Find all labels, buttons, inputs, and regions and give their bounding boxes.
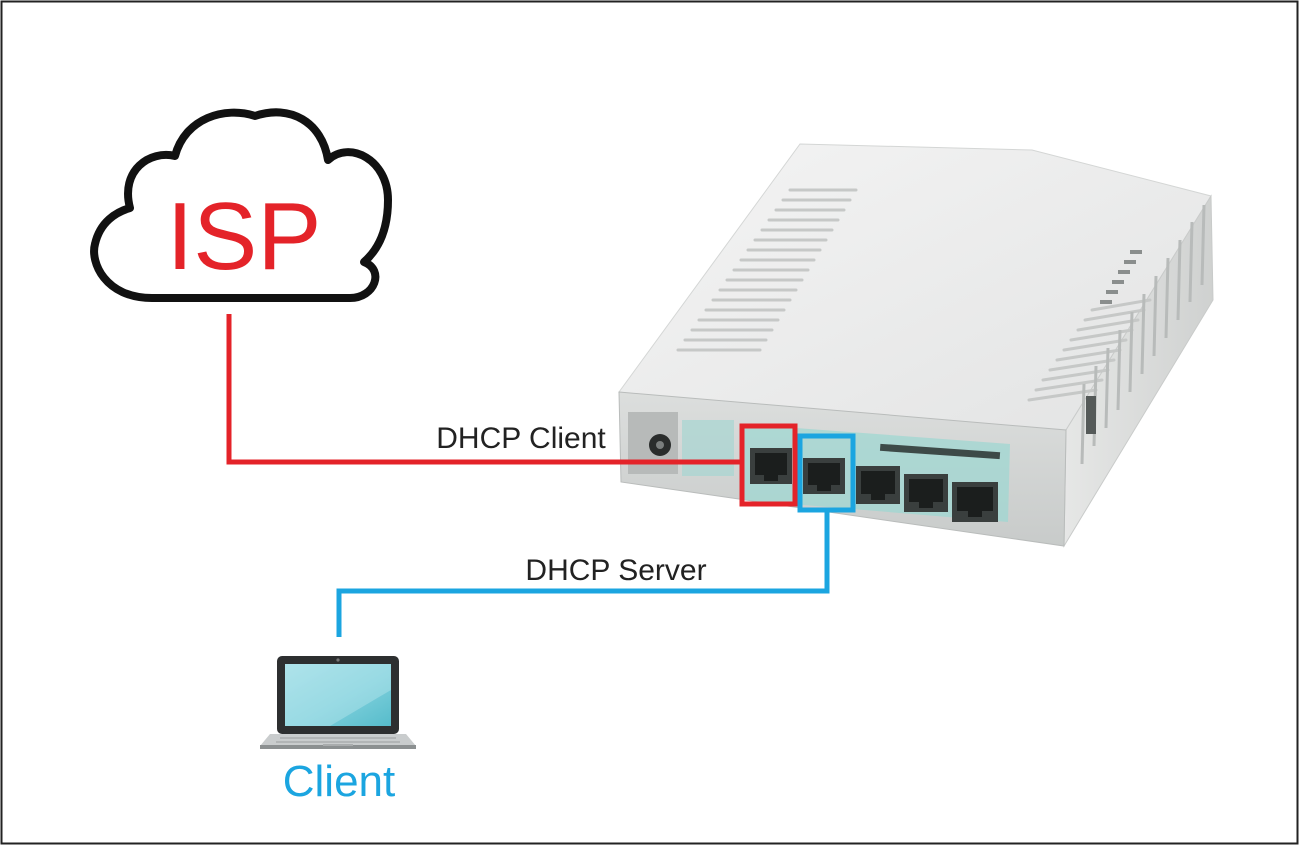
router-ports [750, 448, 998, 522]
router-port-1 [750, 448, 792, 484]
router-leds [1100, 250, 1142, 304]
router-model-label [879, 443, 1001, 460]
isp-label: ISP [167, 183, 322, 290]
router-power-jack-pin [656, 441, 664, 449]
wan-connection-label: DHCP Client [436, 422, 606, 455]
wan-port-highlight [739, 423, 798, 507]
router-port-5 [952, 482, 998, 522]
client-label: Client [283, 757, 396, 806]
lan-connection-line [336, 510, 830, 637]
router-top-vents-left [676, 188, 858, 352]
wan-connection-line [226, 314, 742, 465]
lan-port-highlight [797, 433, 856, 513]
router-port-4 [904, 474, 948, 512]
router-port-2 [803, 458, 845, 494]
router-side-switch [1086, 396, 1096, 434]
lan-connection-label: DHCP Server [525, 554, 706, 587]
router-port-3 [856, 466, 900, 504]
laptop-icon [260, 656, 416, 749]
router-icon [618, 143, 1214, 548]
cloud-icon [90, 108, 392, 302]
router-reset-area [682, 420, 734, 476]
